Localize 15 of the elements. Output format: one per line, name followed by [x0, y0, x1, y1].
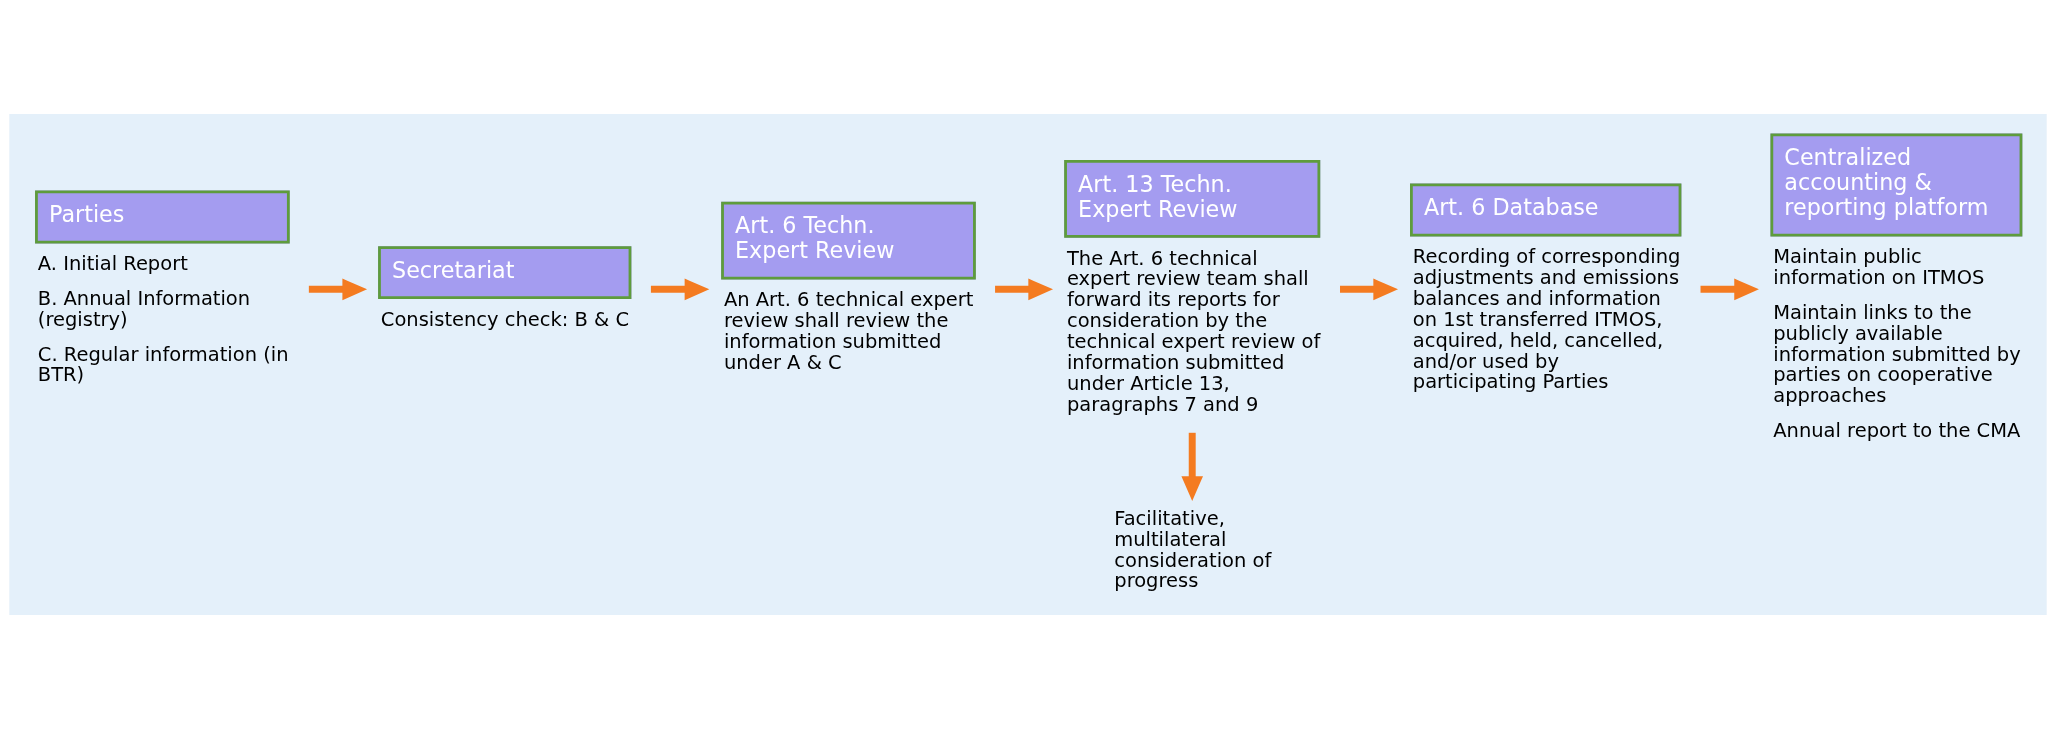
- node-label: Consistency check: B & C: [380, 307, 630, 331]
- node-label: Recording of corresponding adjustments and emissions balances and information on 1st transferred ITMOS, acquired, held, cancelled, and/or used by participating Parties: [1412, 245, 1681, 394]
- arrow: [1700, 278, 1759, 301]
- arrow: [650, 278, 710, 301]
- node-label: B. Annual Information (registry): [37, 286, 251, 331]
- node-label: A. Initial Report: [37, 252, 188, 276]
- node-label: Maintain public information on ITMOS: [1773, 245, 1985, 290]
- arrow: [1181, 432, 1204, 501]
- arrow: [308, 278, 368, 301]
- node-label: Annual report to the CMA: [1773, 419, 2021, 443]
- node-label: The Art. 6 technical expert review team shall forward its reports for consideration by the technical expert review of information submitted under Article 13, paragraphs 7 and 9: [1066, 246, 1321, 416]
- node-label: C. Regular information (in BTR): [37, 342, 289, 387]
- node-label: An Art. 6 technical expert review shall review the information submitted under A & C: [723, 288, 974, 374]
- node-text: Facilitative, multilateral consideration of progress: [1114, 506, 1272, 593]
- node-label: Maintain links to the publicly available information submitted by parties on cooperative approaches: [1773, 300, 2021, 408]
